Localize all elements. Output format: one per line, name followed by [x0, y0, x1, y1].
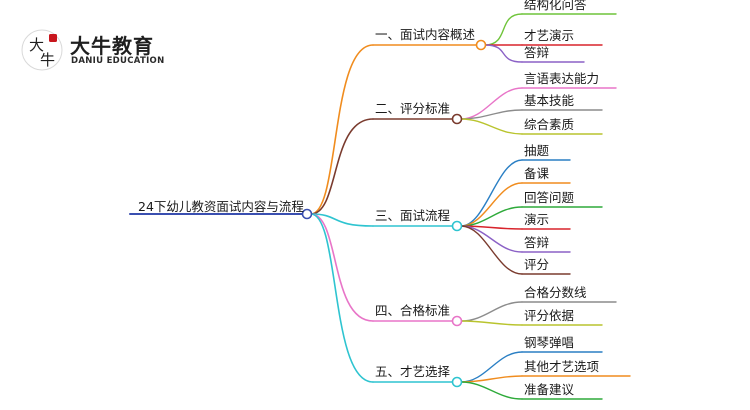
mindmap-leaf-label: 基本技能 [524, 93, 575, 108]
mindmap-branch-label: 二、评分标准 [375, 101, 451, 116]
mindmap-leaf-label: 综合素质 [524, 117, 575, 132]
mindmap-leaf-edge [484, 13, 523, 46]
mindmap-branch-collapse-toggle[interactable] [451, 315, 463, 327]
mindmap-leaf-edge [460, 159, 523, 227]
mindmap-leaf-edge [460, 375, 523, 383]
mindmap-leaf-label: 钢琴弹唱 [524, 335, 575, 350]
mindmap-leaf-label: 备课 [524, 166, 550, 181]
mindmap-leaf-edge [484, 44, 523, 63]
mindmap-leaf-edge [460, 351, 523, 383]
mindmap-branch-edge [310, 44, 374, 215]
mindmap-leaf-edge [460, 182, 523, 227]
mindmap-leaf-label: 言语表达能力 [524, 71, 600, 86]
mindmap-leaf-label: 答辩 [524, 45, 550, 60]
mindmap-leaf-label: 演示 [524, 212, 550, 227]
mindmap-leaf-label: 评分 [524, 257, 550, 272]
mindmap-branch-edge [310, 118, 374, 215]
mindmap-leaf-label: 其他才艺选项 [524, 359, 600, 374]
mindmap-root-collapse-toggle[interactable] [301, 208, 313, 220]
mindmap-branch-label: 一、面试内容概述 [375, 27, 476, 42]
mindmap-leaf-label: 准备建议 [524, 382, 575, 397]
mindmap-leaf-label: 评分依据 [524, 308, 575, 323]
mindmap-leaf-edge [460, 381, 523, 400]
mindmap-leaf-edge [460, 301, 523, 322]
mindmap-branch-collapse-toggle[interactable] [451, 220, 463, 232]
brand-logo: 大 牛 大牛教育 DANIU EDUCATION [20, 28, 170, 72]
mindmap-branch-label: 四、合格标准 [375, 303, 451, 318]
logo-seal-icon [49, 34, 57, 42]
brand-name-cn: 大牛教育 [70, 34, 154, 58]
mindmap-leaf-label: 合格分数线 [524, 285, 587, 300]
brand-logo-icon: 大 牛 [21, 29, 63, 71]
mindmap-leaf-edge [460, 225, 523, 253]
mindmap-branch-label: 三、面试流程 [375, 208, 451, 223]
mindmap-branch-collapse-toggle[interactable] [451, 376, 463, 388]
brand-name-en: DANIU EDUCATION [71, 56, 165, 66]
mindmap-branch-edge [310, 213, 374, 383]
mindmap-leaf-label: 才艺演示 [524, 28, 575, 43]
mindmap-branch-label: 五、才艺选择 [375, 364, 451, 379]
mindmap-root-label: 24下幼儿教资面试内容与流程 [138, 199, 304, 214]
mindmap-leaf-label: 答辩 [524, 235, 550, 250]
logo-mark-char-2: 牛 [40, 51, 55, 69]
mindmap-leaf-edge [460, 118, 523, 135]
mindmap-leaf-edge [460, 320, 523, 326]
mindmap-branch-edge [310, 213, 374, 322]
mindmap-leaf-label: 结构化问答 [524, 0, 587, 12]
mindmap-leaf-label: 抽题 [524, 143, 550, 158]
mindmap-branch-collapse-toggle[interactable] [451, 113, 463, 125]
logo-mark-char-1: 大 [29, 36, 44, 54]
mindmap-branch-edge [310, 213, 374, 227]
mindmap-branch-collapse-toggle[interactable] [475, 39, 487, 51]
mindmap-leaf-edge [460, 225, 523, 275]
mindmap-leaf-label: 回答问题 [524, 190, 575, 205]
